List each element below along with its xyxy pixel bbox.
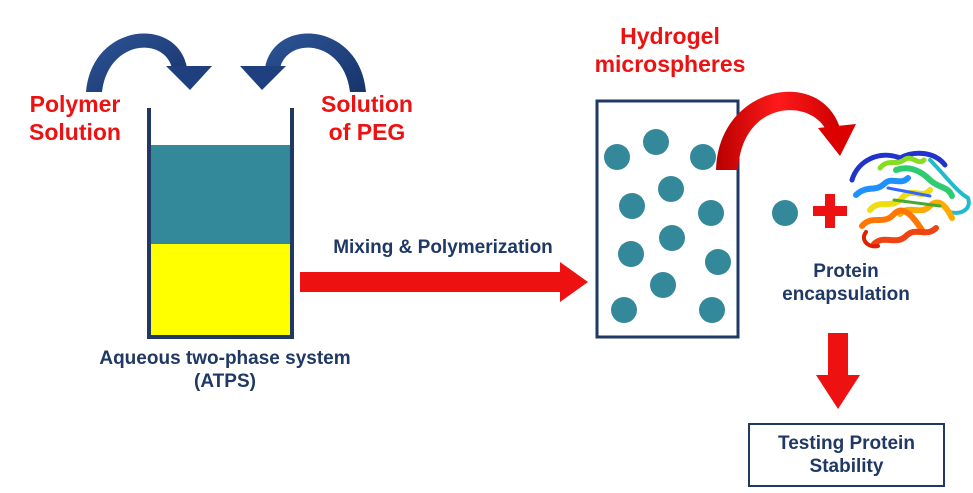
hydrogel-line-2: microspheres: [594, 51, 746, 78]
microsphere: [658, 176, 684, 202]
curved-arrow-right-icon: [240, 33, 366, 92]
microsphere: [699, 297, 725, 323]
peg-phase: [150, 145, 291, 244]
atps-beaker: [147, 108, 294, 339]
atps-line-2: (ATPS): [194, 371, 256, 393]
solution-of-peg-line-1: Solution: [321, 91, 413, 117]
single-microsphere: [772, 200, 798, 226]
polymer-solution-line-2: Solution: [29, 119, 121, 146]
microsphere: [650, 272, 676, 298]
plus-icon: [813, 194, 847, 228]
testing-line-1: Testing Protein: [778, 432, 915, 454]
polymer-solution-label: Polymer Solution: [10, 90, 140, 146]
microsphere: [604, 144, 630, 170]
protein-structure-icon: [849, 150, 971, 249]
microsphere: [643, 129, 669, 155]
atps-label: Aqueous two-phase system (ATPS): [55, 347, 395, 393]
mixing-polymerization-label: Mixing & Polymerization: [333, 237, 553, 258]
protein-line-2: encapsulation: [782, 284, 910, 306]
hydrogel-container: [595, 99, 740, 339]
microsphere: [611, 297, 637, 323]
mixing-arrow-icon: [300, 262, 588, 302]
polymer-phase: [150, 244, 291, 336]
curved-arrow-left-icon: [86, 33, 212, 92]
microsphere: [618, 241, 644, 267]
curved-arrow-red-icon: [716, 91, 856, 170]
microsphere: [619, 193, 645, 219]
atps-line-1: Aqueous two-phase system: [99, 348, 351, 369]
microsphere: [698, 200, 724, 226]
testing-line-2: Stability: [809, 456, 884, 477]
microsphere: [659, 225, 685, 251]
testing-protein-stability-box: Testing Protein Stability: [748, 423, 945, 487]
microsphere: [705, 249, 731, 275]
testing-label: Testing Protein Stability: [778, 432, 915, 478]
solution-of-peg-label: Solution of PEG: [302, 90, 432, 146]
hydrogel-microspheres-label: Hydrogel microspheres: [575, 22, 765, 78]
solution-of-peg-line-2: of PEG: [328, 119, 406, 146]
hydrogel-line-1: Hydrogel: [620, 23, 720, 49]
microsphere: [690, 144, 716, 170]
down-arrow-icon: [816, 333, 860, 409]
protein-encapsulation-label: Protein encapsulation: [756, 260, 936, 306]
protein-line-1: Protein: [813, 261, 879, 282]
polymer-solution-line-1: Polymer: [29, 91, 121, 117]
